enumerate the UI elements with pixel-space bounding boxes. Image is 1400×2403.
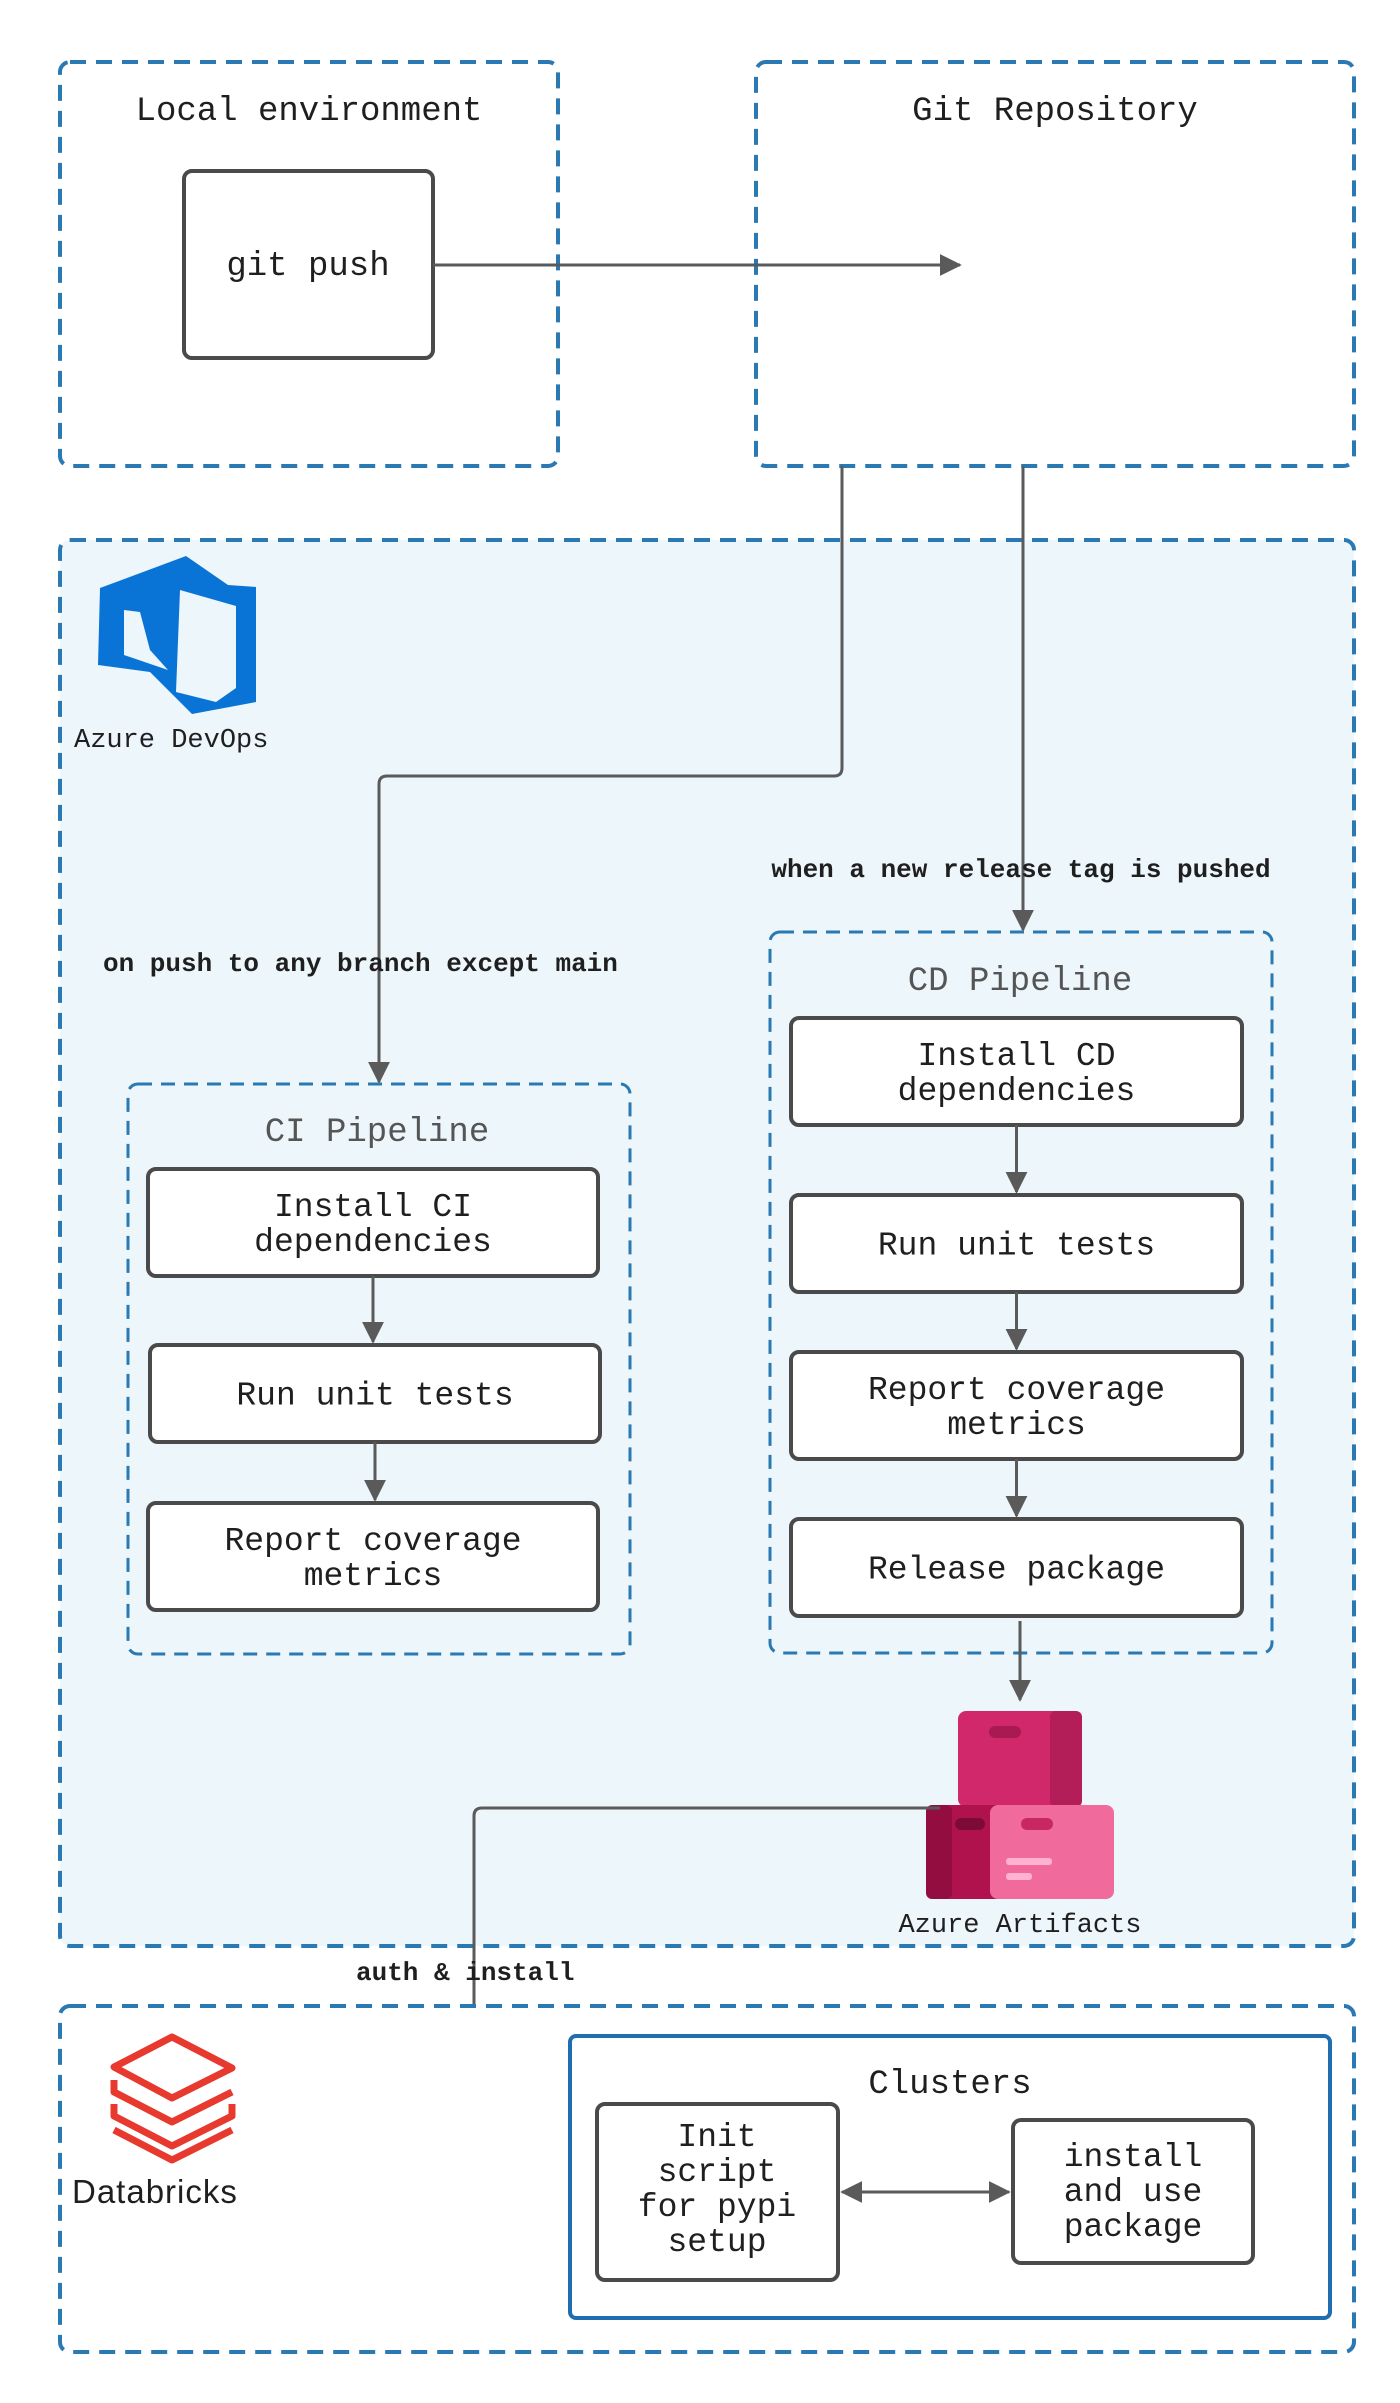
install-use-box [1011, 2118, 1255, 2265]
init-script-box [595, 2102, 840, 2282]
cd-step-label-4: Release package [868, 1552, 1165, 1589]
git-push-label: git push [226, 248, 389, 286]
cd-step-label-2: Run unit tests [878, 1228, 1155, 1265]
auth-install-label: auth & install [356, 1958, 574, 1988]
ci-trigger-label: on push to any branch except main [103, 949, 618, 979]
cd-step-box-4 [789, 1517, 1244, 1618]
clusters-title: Clusters [868, 2066, 1031, 2104]
local-environment-title: Local environment [136, 93, 483, 131]
azure-artifacts-label: Azure Artifacts [898, 1911, 1141, 1941]
ci-step-label-2: Run unit tests [236, 1378, 513, 1415]
ci-trigger-connector [368, 466, 844, 1084]
cd-trigger-label: when a new release tag is pushed [771, 855, 1270, 885]
git-repository-title: Git Repository [912, 93, 1198, 131]
databricks-label: Databricks [72, 2173, 238, 2210]
azure-artifacts-icon [926, 1711, 1114, 1899]
ci-step-box-3 [146, 1501, 600, 1612]
databricks-icon [110, 2033, 236, 2164]
azure-devops-label: Azure DevOps [74, 726, 268, 756]
git-icon [1036, 186, 1107, 319]
azure-devops-icon [98, 556, 256, 714]
ci-pipeline-title: CI Pipeline [265, 1114, 489, 1152]
cd-pipeline-title: CD Pipeline [908, 963, 1132, 1001]
